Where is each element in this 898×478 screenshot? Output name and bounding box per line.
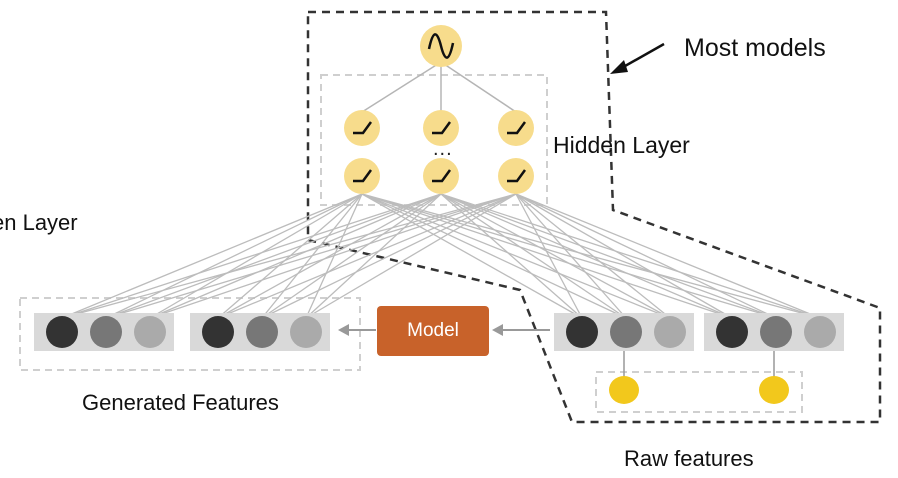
arrow-left-icon: [338, 324, 550, 336]
edge-line: [440, 193, 777, 319]
edge-line: [61, 193, 517, 319]
raw-features-box: [595, 371, 803, 413]
hidden-node: [498, 158, 534, 194]
edge-line: [105, 193, 442, 319]
edge-line: [149, 193, 517, 319]
most-models-boundary: [306, 10, 882, 424]
feature-node: [610, 316, 642, 348]
raw-node: [609, 376, 639, 404]
hidden-layer-box: [320, 74, 548, 206]
hidden-feature-edges: [61, 193, 821, 319]
edge-line: [515, 193, 733, 319]
model-box: Model: [377, 306, 489, 356]
edge-line: [361, 193, 821, 319]
edge-line: [105, 193, 363, 319]
feature-node: [654, 316, 686, 348]
hidden-node: [344, 110, 380, 146]
raw-features-label: Raw features: [624, 446, 754, 471]
feature-node: [90, 316, 122, 348]
relu-icon: [353, 121, 373, 135]
edge-line: [361, 193, 627, 319]
raw-node: [759, 376, 789, 404]
ellipsis: ...: [433, 138, 453, 160]
output-edges: [361, 61, 517, 113]
edge-line: [305, 193, 517, 319]
feature-node: [760, 316, 792, 348]
edge-line: [61, 193, 363, 319]
feature-node: [716, 316, 748, 348]
edge-line: [515, 193, 583, 319]
feature-node: [46, 316, 78, 348]
edge-line: [361, 193, 583, 319]
output-node: [420, 25, 462, 67]
generated-features-label: Generated Features: [82, 390, 279, 415]
relu-icon: [432, 121, 452, 135]
edge-line: [361, 193, 671, 319]
feature-node: [202, 316, 234, 348]
edge-line: [105, 193, 517, 319]
hidden-nodes: [344, 110, 534, 194]
hidden-layer-label: Hidden Layer: [553, 132, 690, 158]
edge-line: [440, 193, 583, 319]
edge-line: [361, 193, 777, 319]
relu-icon: [507, 169, 527, 183]
generated-features-box: [19, 297, 361, 371]
edge-line: [149, 193, 363, 319]
feature-node: [804, 316, 836, 348]
edge-line: [217, 193, 517, 319]
edge-line: [261, 193, 517, 319]
hidden-node: [498, 110, 534, 146]
edge-line: [305, 193, 442, 319]
relu-icon: [353, 169, 373, 183]
model-label: Model: [407, 320, 459, 341]
edge-line: [515, 193, 777, 319]
relu-icon: [507, 121, 527, 135]
edge-line: [217, 193, 442, 319]
feature-node: [566, 316, 598, 348]
relu-icon: [432, 169, 452, 183]
edge-line: [149, 193, 442, 319]
edge-line: [361, 193, 733, 319]
feature-node: [246, 316, 278, 348]
edge-line: [515, 193, 821, 319]
edge-line: [515, 193, 671, 319]
edge-line: [440, 193, 627, 319]
feature-node: [134, 316, 166, 348]
hidden-node: [423, 158, 459, 194]
hidden-node: [344, 158, 380, 194]
edge-line: [440, 193, 821, 319]
edge-line: [61, 193, 442, 319]
feature-nodes: [46, 316, 836, 348]
edge-line: [261, 193, 442, 319]
edge-line: [440, 193, 733, 319]
edge-line: [440, 193, 671, 319]
edge-line: [515, 193, 627, 319]
left-hidden-layer-label: en Layer: [0, 210, 78, 235]
most-models-label: Most models: [684, 34, 826, 62]
hidden-node: [423, 110, 459, 146]
feature-node: [290, 316, 322, 348]
sine-wave-icon: [427, 33, 455, 59]
arrow-pointer-icon: [610, 42, 665, 74]
